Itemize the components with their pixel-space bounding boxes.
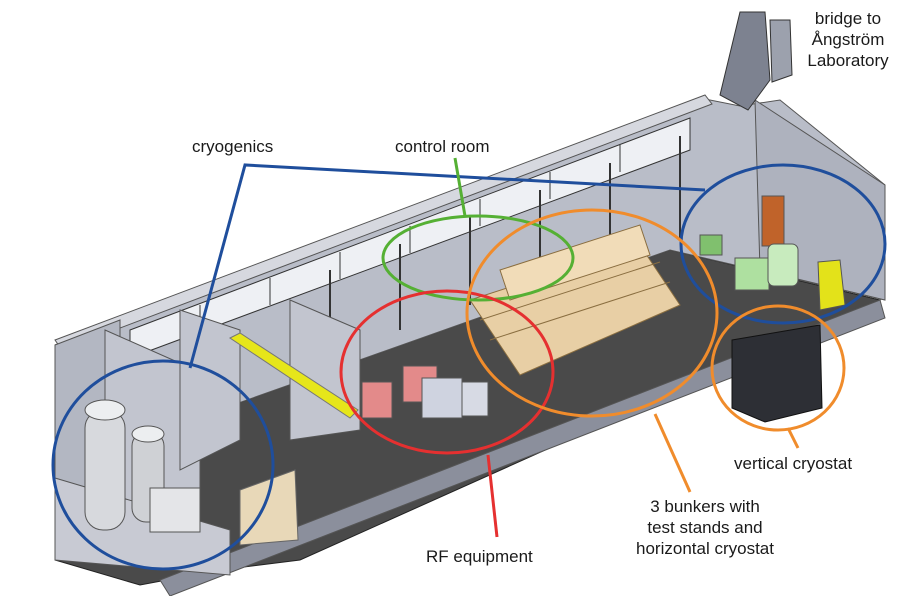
crane-rail <box>229 332 359 419</box>
cryogenics-pointer <box>188 163 706 369</box>
label-vertical-cryostat: vertical cryostat <box>734 454 853 473</box>
cryo-tanks <box>84 399 201 533</box>
control-room-circle <box>381 214 575 302</box>
bunkers <box>469 224 681 376</box>
rf-racks <box>361 365 489 419</box>
bunkers-pointer <box>653 413 692 493</box>
vertical-cryostat-pointer <box>786 427 800 449</box>
storage-panel <box>239 469 299 546</box>
rf-equipment-pointer <box>486 454 499 538</box>
right-equipment <box>699 195 846 311</box>
label-rf-equipment: RF equipment <box>426 547 533 566</box>
label-cryogenics: cryogenics <box>192 137 274 156</box>
cryogenics-circle-right <box>679 163 887 325</box>
cryostat-pit <box>731 324 823 423</box>
bunkers-circle <box>465 208 719 418</box>
label-control-room: control room <box>395 137 490 156</box>
label-bunkers: 3 bunkers with test stands and horizonta… <box>636 497 774 558</box>
vertical-cryostat-circle <box>710 304 846 432</box>
foundation-wall <box>159 299 886 596</box>
bridge <box>719 11 793 111</box>
cryogenics-circle <box>51 359 275 571</box>
rf-equipment-circle <box>339 289 555 455</box>
label-bridge: bridge to Ångström Laboratory <box>807 9 889 70</box>
control-room-pointer <box>453 157 467 217</box>
